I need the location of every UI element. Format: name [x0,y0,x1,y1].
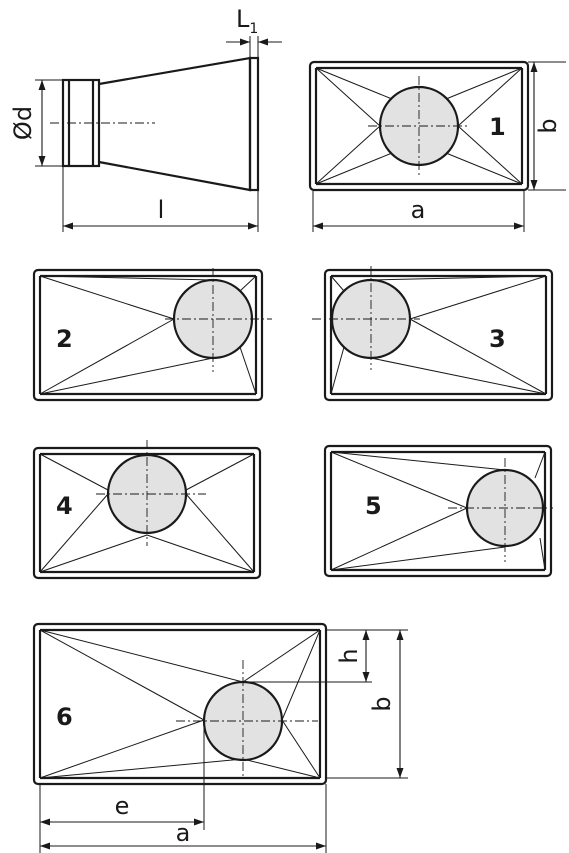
duct-outline [32,622,328,786]
transition-lines [315,67,523,185]
offset-e-label: e [115,792,130,820]
side-view: Ød l L1 [9,5,282,232]
transition-lines [39,453,255,573]
rectangular-collar [248,56,260,192]
diameter-label: Ød [9,106,37,140]
variant-5: 5 [323,444,553,578]
transition-lines [330,451,546,571]
variant-number: 5 [365,492,382,520]
variant-number: 4 [56,492,73,520]
duct-outline [308,60,530,192]
variant-number: 6 [56,703,73,731]
reducer-cone [98,56,252,192]
width-label: a [411,196,426,224]
length-label: l [158,196,165,224]
variant-1: 1 b a [308,60,566,232]
height-label: b [368,696,396,711]
height-label: b [534,118,562,133]
variant-number: 1 [489,113,506,141]
variant-6: 6 h b e a [32,622,408,853]
variant-number: 3 [489,325,506,353]
variant-3: 3 [312,266,554,402]
variant-2: 2 [32,268,272,402]
transition-lines [39,629,321,779]
duct-outline [323,268,554,402]
variant-number: 2 [56,325,73,353]
offset-h-label: h [335,648,363,663]
variant-4: 4 [32,440,262,580]
collar-length-label: L1 [236,5,258,37]
transition-lines [330,275,547,395]
duct-outline [323,444,553,578]
transition-lines [39,275,257,395]
width-label: a [176,819,191,847]
duct-outline [32,268,264,402]
